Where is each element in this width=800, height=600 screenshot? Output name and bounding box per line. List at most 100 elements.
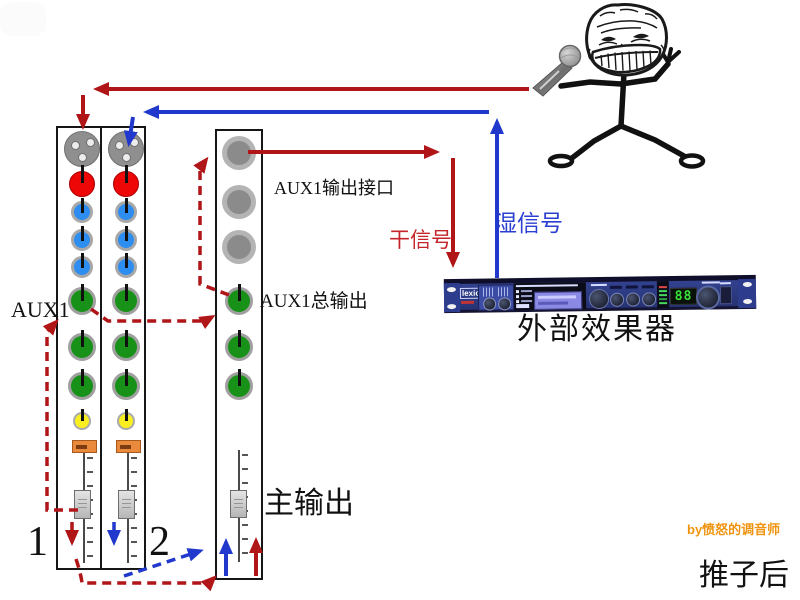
eq-knob: [115, 198, 137, 223]
effects-unit-label: 外部效果器: [517, 313, 677, 346]
watermark-smudge: [0, 2, 46, 36]
list-row-mark: [520, 289, 532, 293]
fader-grooves: [122, 499, 131, 511]
aux2-send-knob: [68, 330, 96, 361]
knob-label-mark: [701, 281, 720, 284]
bank-box: [516, 303, 530, 309]
xlr-pin-hole: [115, 141, 124, 150]
aux3-output-jack-icon: [222, 230, 256, 264]
meter-led: [659, 298, 668, 301]
aux3-send-knob: [112, 369, 140, 400]
rack-ear-right: [737, 278, 757, 309]
list-bullet: [516, 300, 520, 304]
gain-knob: [69, 165, 95, 197]
mute-button: [116, 440, 141, 453]
meter-section: [656, 281, 670, 309]
eq-knob: [115, 226, 137, 251]
knob-pointer: [124, 165, 128, 183]
seven-segment-display: 88: [669, 287, 698, 306]
main-output-label: 主输出: [264, 487, 354, 520]
mute-label-mark: [76, 445, 87, 449]
xlr-input-icon: [64, 131, 100, 167]
aux3-master-knob: [225, 369, 253, 400]
master-strip: [215, 129, 263, 580]
input-level-knob: [483, 297, 497, 311]
channel-1-number: 1: [27, 519, 48, 565]
display-section: [513, 282, 587, 311]
teeth-lines: [600, 50, 652, 71]
troll-face: [585, 3, 668, 77]
wire-mic-to-channel1: [76, 82, 529, 130]
knob-pointer: [124, 409, 128, 421]
xlr-pin-hole: [71, 141, 80, 150]
fader-grooves: [234, 499, 243, 511]
rack-screw-hole: [446, 287, 456, 293]
power-label-mark: [719, 282, 731, 285]
rack-screw-hole: [743, 298, 753, 305]
knob-pointer: [80, 330, 84, 347]
channel-strip-2: [100, 126, 146, 570]
list-row-mark: [521, 299, 533, 303]
eq-knob: [71, 198, 93, 223]
eq-knob: [71, 253, 93, 278]
mute-label-mark: [120, 445, 131, 449]
dry-signal-label: 干信号: [389, 228, 452, 252]
knob-pointer: [80, 409, 84, 421]
jack-socket: [227, 235, 251, 259]
aux1-master-knob: [225, 284, 253, 315]
aux1-output-jack-label: AUX1输出接口: [274, 178, 394, 198]
aux1-send-knob: [68, 284, 96, 315]
effects-rack-unit: lexicon: [443, 274, 757, 314]
input-trim-section: [477, 284, 515, 311]
xlr-pin-hole: [86, 138, 95, 147]
list-bullet: [515, 290, 519, 294]
knob-label-mark: [590, 283, 607, 287]
aux1-send-label: AUX1: [11, 297, 70, 322]
fader-handle: [74, 490, 91, 519]
input-level-knob: [498, 297, 512, 311]
knob-pointer: [80, 253, 84, 268]
knob-pointer: [237, 369, 241, 386]
main-fader-handle: [230, 490, 247, 518]
param-knob: [609, 292, 625, 307]
post-fader-label: 推子后: [699, 559, 789, 592]
meter-led: [658, 286, 667, 289]
knob-pointer: [124, 253, 128, 268]
knob-pointer: [124, 198, 128, 213]
list-row-mark: [521, 294, 533, 298]
pan-knob: [73, 409, 91, 430]
xlr-pin-hole: [78, 153, 87, 162]
lcd-text-row: [538, 295, 577, 299]
eq-knob: [71, 226, 93, 251]
channel-strip-1: [56, 126, 102, 570]
hand-fingers: [659, 47, 681, 64]
knob-pointer: [237, 284, 241, 301]
knob-pointer: [124, 369, 128, 386]
knob-pointer: [80, 165, 84, 183]
aux2-send-knob: [112, 330, 140, 361]
knob-label-mark: [641, 285, 654, 289]
aux3-send-knob: [68, 369, 96, 400]
knob-label-mark: [625, 285, 638, 289]
section-header-mark: [515, 284, 578, 288]
trim-scale: [497, 287, 510, 297]
aux1-master-out-label: AUX1总输出: [260, 291, 368, 312]
knob-pointer: [80, 369, 84, 386]
knob-pointer: [124, 284, 128, 301]
rack-screw-hole: [742, 281, 752, 288]
aux2-master-knob: [225, 330, 253, 361]
meter-led: [659, 302, 668, 305]
power-button: [719, 286, 733, 305]
lcd-display: [533, 291, 583, 310]
jack-socket: [227, 190, 251, 214]
aux2-output-jack-icon: [222, 185, 256, 219]
meter-led: [658, 290, 667, 293]
foot-left: [547, 153, 575, 169]
fader-grooves: [78, 499, 87, 511]
lcd-text-row: [538, 301, 569, 305]
xlr-pin-hole: [122, 153, 131, 162]
knob-pointer: [80, 198, 84, 213]
xlr-pin-hole: [130, 138, 139, 147]
knob-pointer: [80, 226, 84, 241]
